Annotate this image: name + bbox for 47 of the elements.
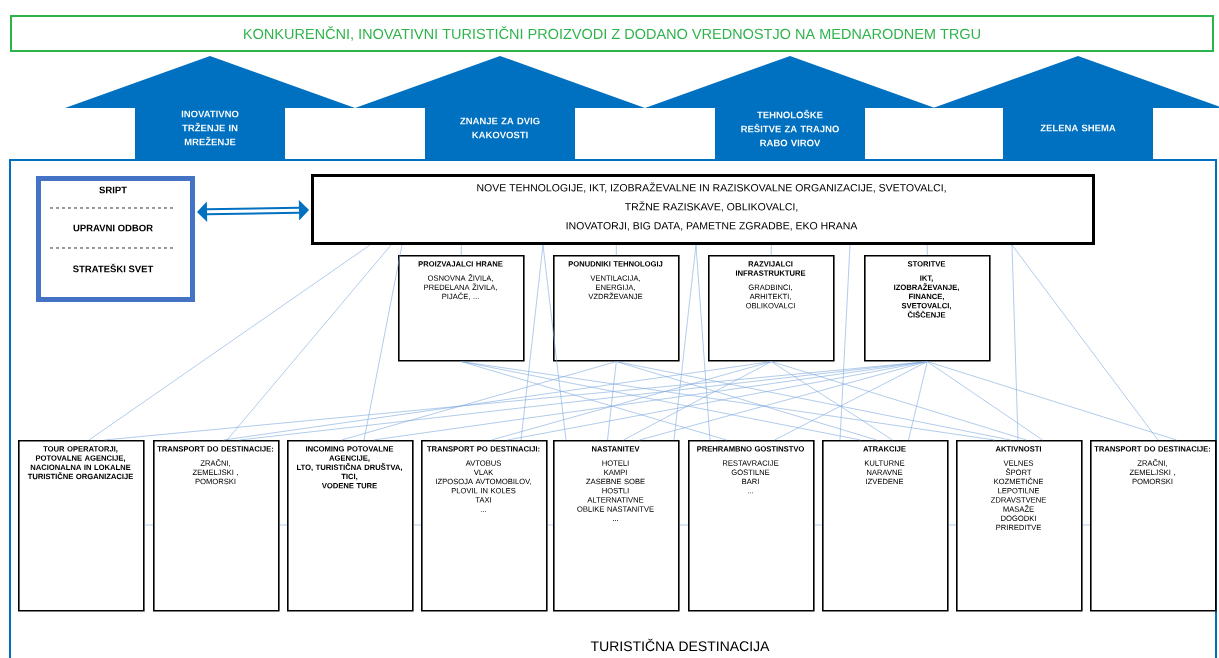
connector-line — [927, 244, 928, 256]
council-box: SRIPT UPRAVNI ODBOR STRATEŠKI SVET — [36, 176, 195, 302]
connector-line — [547, 524, 554, 526]
connector-line — [771, 361, 893, 441]
connector-line — [341, 361, 617, 441]
connector-line — [223, 361, 772, 441]
connector-line — [771, 361, 1027, 441]
pointed-panel: ZNANJE ZA DVIG KAKOVOSTI — [355, 56, 645, 160]
connector-line — [948, 524, 957, 526]
connector-line — [461, 244, 462, 256]
stakeholder-box: NOVE TEHNOLOGIJE, IKT, IZOBRAŽEVALNE IN RAZISKOVALNE ORGANIZACIJE, SVETOVALCI, TRŽNE RAZISKAVE, OBLIKOVALCI, INOVATORJI, BIG DATA, PAMETNE ZGRADBE, EKO HRANA — [311, 174, 1095, 245]
connector-line — [461, 361, 727, 441]
connector-line — [1011, 244, 1019, 441]
pointed-panel: INOVATIVNO TRŽENJE IN MREŽENJE — [65, 56, 355, 160]
connector-line — [461, 361, 995, 441]
connector-line — [1011, 244, 1159, 441]
connector-line — [144, 524, 154, 526]
connector-line — [1082, 524, 1091, 526]
connector-line — [814, 524, 823, 526]
connector-line — [491, 361, 772, 441]
connector-line — [616, 361, 877, 441]
connector-line — [279, 524, 288, 526]
connector-line — [927, 361, 1177, 441]
connector-line — [363, 244, 403, 441]
connector-line — [673, 244, 697, 441]
double-arrow — [197, 199, 309, 223]
connector-line — [616, 361, 1011, 441]
connector-line — [413, 524, 422, 526]
title-banner: KONKURENČNI, INOVATIVNI TURISTIČNI PROIZVODI Z DODANO VREDNOSTJO NA MEDNARODNEM TRGU — [10, 15, 1214, 52]
connector-line — [908, 361, 928, 441]
connector-line — [679, 524, 689, 526]
connector-line — [616, 244, 617, 256]
connector-line — [226, 244, 392, 441]
connector-line — [607, 361, 617, 441]
connector-line — [771, 244, 772, 256]
connector-line — [507, 361, 928, 441]
pointed-panel: ZELENA SHEMA — [933, 56, 1219, 160]
pointed-panel: TEHNOLOŠKE REŠITVE ZA TRAJNO RABO VIROV — [645, 56, 935, 160]
connector-line — [623, 361, 772, 441]
connector-line — [542, 244, 567, 441]
connector-line — [927, 361, 1043, 441]
connector-line — [839, 244, 851, 441]
connector-line — [520, 244, 544, 441]
connector-line — [695, 244, 711, 441]
connector-line — [774, 361, 928, 441]
connector-line — [639, 361, 928, 441]
connector-line — [88, 244, 371, 441]
